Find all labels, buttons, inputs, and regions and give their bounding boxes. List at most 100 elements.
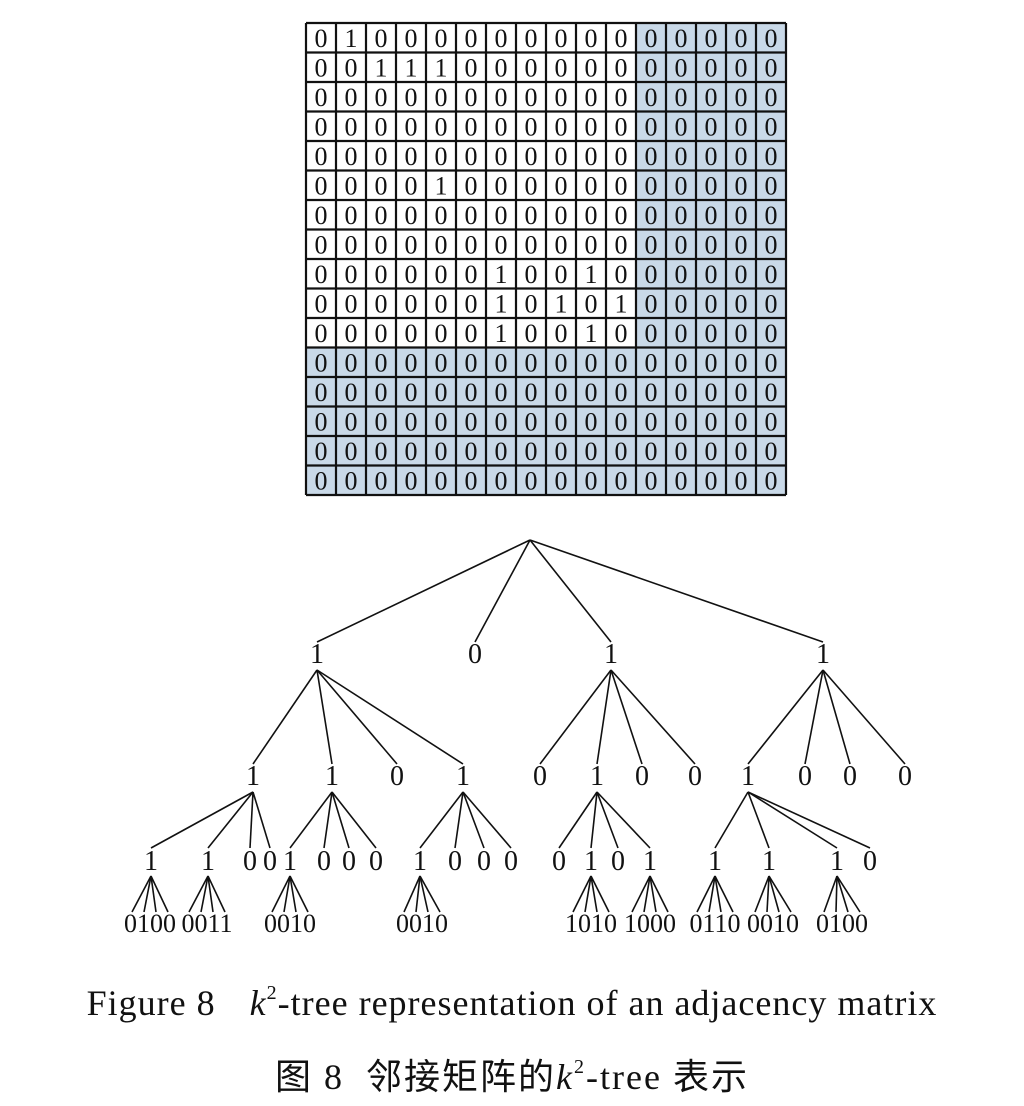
matrix-cell: 0 <box>465 112 478 141</box>
matrix-cell: 0 <box>375 437 388 466</box>
matrix-cell: 0 <box>615 230 628 259</box>
matrix-cell: 0 <box>435 348 448 377</box>
shaded-cell <box>336 465 366 495</box>
tree-edge <box>768 875 792 913</box>
matrix-cell: 0 <box>525 260 538 289</box>
matrix-cell: 0 <box>735 437 748 466</box>
shaded-cell <box>666 318 696 348</box>
matrix-cell: 0 <box>465 24 478 53</box>
tree-edge <box>150 791 254 849</box>
shaded-cell <box>696 111 726 141</box>
matrix-cell: 0 <box>675 230 688 259</box>
tree-node-level1: 1 <box>604 639 618 670</box>
matrix-cell: 0 <box>405 289 418 318</box>
shaded-cell <box>336 347 366 377</box>
matrix-cell: 0 <box>645 142 658 171</box>
matrix-cell: 0 <box>555 466 568 495</box>
shaded-cell <box>756 436 786 466</box>
tree-edge <box>200 875 209 913</box>
matrix-cell: 0 <box>375 466 388 495</box>
matrix-cell: 0 <box>555 260 568 289</box>
matrix-cell: 0 <box>735 260 748 289</box>
matrix-cell: 0 <box>345 437 358 466</box>
matrix-cell: 0 <box>555 171 568 200</box>
matrix-cell: 0 <box>765 24 778 53</box>
shaded-cell <box>726 229 756 259</box>
tree-node-level1: 1 <box>816 639 830 670</box>
tree-edge <box>316 669 333 765</box>
tree-edge <box>696 875 716 913</box>
matrix-cell: 0 <box>315 142 328 171</box>
shaded-cell <box>636 465 666 495</box>
shaded-cell <box>756 465 786 495</box>
matrix-cell: 0 <box>615 24 628 53</box>
matrix-cell: 1 <box>495 319 508 348</box>
matrix-cell: 0 <box>315 348 328 377</box>
shaded-cell <box>636 259 666 289</box>
shaded-cell <box>756 259 786 289</box>
matrix-cell: 0 <box>465 53 478 82</box>
matrix-cell: 0 <box>315 201 328 230</box>
tree-edge <box>754 875 770 913</box>
matrix-cell: 0 <box>345 260 358 289</box>
shaded-cell <box>756 52 786 82</box>
shaded-cell <box>486 377 516 407</box>
shaded-cell <box>546 406 576 436</box>
matrix-cell: 0 <box>345 83 358 112</box>
matrix-cell: 0 <box>525 53 538 82</box>
shaded-cell <box>546 377 576 407</box>
matrix-cell: 0 <box>405 348 418 377</box>
tree-edge <box>590 875 598 913</box>
matrix-cell: 0 <box>645 112 658 141</box>
matrix-cell: 0 <box>735 466 748 495</box>
matrix-cell: 0 <box>315 466 328 495</box>
matrix-cell: 0 <box>525 142 538 171</box>
matrix-cell: 0 <box>645 466 658 495</box>
shaded-cell <box>486 406 516 436</box>
tree-node-level2: 0 <box>898 761 912 792</box>
matrix-cell: 0 <box>405 437 418 466</box>
matrix-cell: 0 <box>495 24 508 53</box>
tree-edge <box>649 875 657 913</box>
matrix-cell: 0 <box>675 260 688 289</box>
shaded-cell <box>756 229 786 259</box>
matrix-cell: 0 <box>555 378 568 407</box>
shaded-cell <box>696 200 726 230</box>
matrix-cell: 0 <box>765 112 778 141</box>
shaded-cell <box>726 170 756 200</box>
shaded-cell <box>396 465 426 495</box>
shaded-cell <box>636 82 666 112</box>
shaded-cell <box>726 111 756 141</box>
matrix-cell: 0 <box>765 319 778 348</box>
matrix-cell: 0 <box>315 260 328 289</box>
matrix-cell: 0 <box>375 348 388 377</box>
matrix-cell: 0 <box>705 83 718 112</box>
shaded-cell <box>726 52 756 82</box>
shaded-cell <box>366 465 396 495</box>
matrix-cell: 0 <box>585 171 598 200</box>
tree-edge <box>529 539 824 643</box>
matrix-cell: 0 <box>525 24 538 53</box>
tree-edge <box>823 875 838 913</box>
matrix-cell: 0 <box>345 378 358 407</box>
matrix-cell: 0 <box>375 378 388 407</box>
shaded-cell <box>426 347 456 377</box>
matrix-cell: 0 <box>705 348 718 377</box>
matrix-cell: 0 <box>525 171 538 200</box>
matrix-cell: 0 <box>585 112 598 141</box>
tree-leaf-bits: 0011 <box>181 909 232 938</box>
matrix-cell: 0 <box>645 407 658 436</box>
matrix-cell: 0 <box>345 348 358 377</box>
matrix-cell: 0 <box>315 112 328 141</box>
matrix-cell: 0 <box>735 407 748 436</box>
tree-node-level2: 0 <box>390 761 404 792</box>
matrix-cell: 0 <box>525 319 538 348</box>
tree-leaf-bits: 0010 <box>396 909 448 938</box>
shaded-cell <box>396 347 426 377</box>
matrix-cell: 0 <box>675 466 688 495</box>
shaded-cell <box>756 406 786 436</box>
tree-edge <box>572 875 592 913</box>
matrix-cell: 0 <box>675 53 688 82</box>
matrix-cell: 0 <box>555 112 568 141</box>
tree-node-level3: 0 <box>342 846 356 877</box>
